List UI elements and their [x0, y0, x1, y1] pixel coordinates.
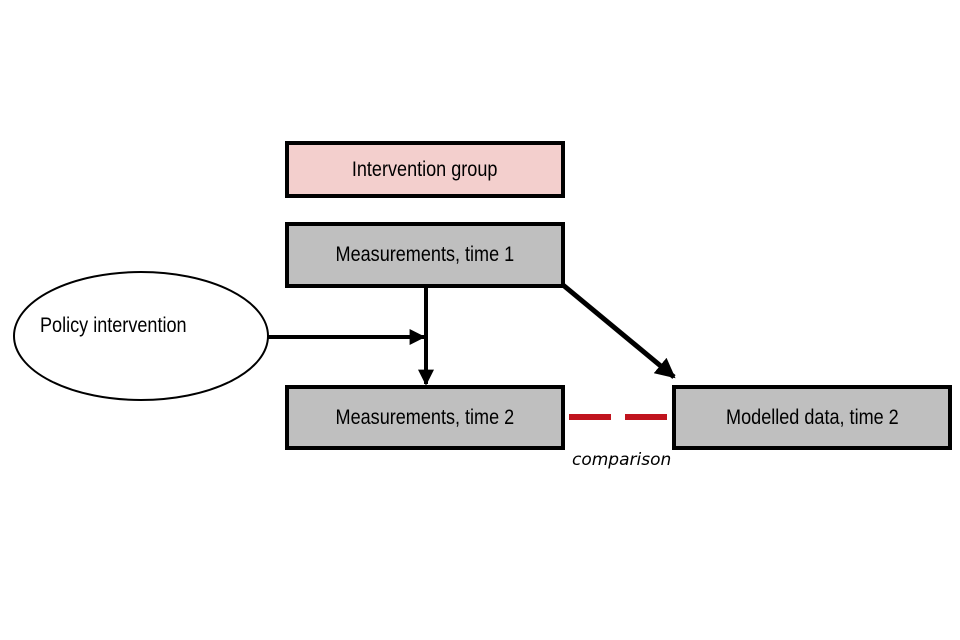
intervention-group-label: Intervention group: [352, 157, 498, 181]
arrow-time1-to-modelled: [561, 283, 676, 379]
modelled-data-label: Modelled data, time 2: [725, 405, 899, 429]
measurements-time2-label: Measurements, time 2: [335, 405, 515, 429]
modelled-data-box: Modelled data, time 2: [672, 385, 952, 450]
policy-intervention-label: Policy intervention: [40, 314, 187, 337]
measurements-time2-box: Measurements, time 2: [285, 385, 565, 450]
measurements-time1-label: Measurements, time 1: [335, 243, 515, 266]
intervention-group-box: Intervention group: [285, 141, 565, 198]
comparison-caption: comparison: [572, 450, 672, 470]
measurements-time1-box: Measurements, time 1: [285, 222, 565, 288]
